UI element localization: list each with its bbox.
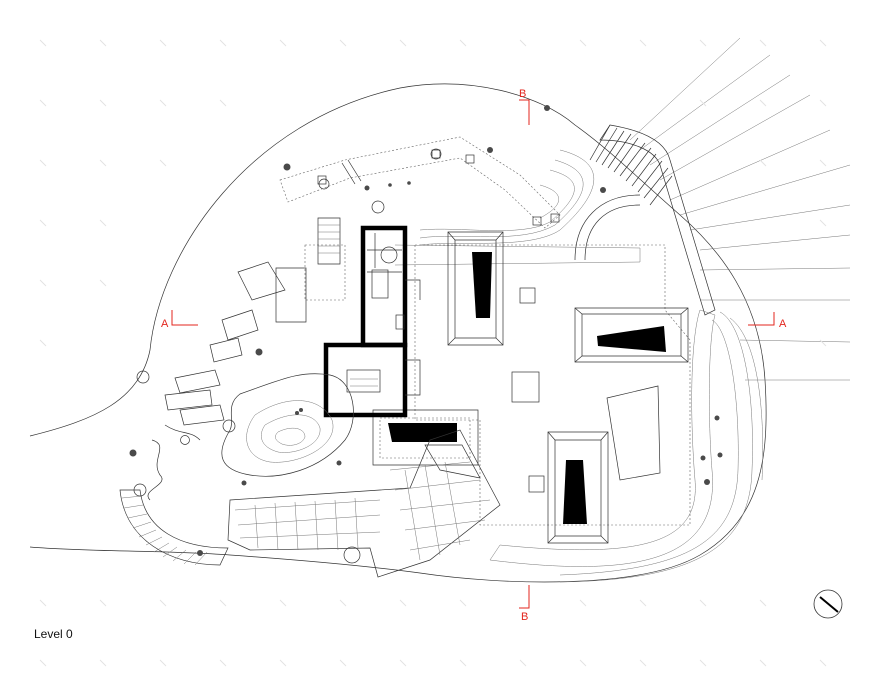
stair-ramp	[574, 124, 716, 316]
section-marker-a-right: A	[748, 312, 787, 330]
section-label-b-bottom: B	[521, 611, 528, 623]
buildings	[275, 217, 691, 544]
site-boundary	[29, 83, 767, 583]
section-marker-b-top: B	[519, 88, 530, 125]
plan-caption: Level 0	[34, 627, 73, 641]
section-marker-b-bottom: B	[519, 585, 530, 623]
trees	[129, 105, 723, 564]
slope-lines	[629, 37, 851, 381]
terrace-paving	[119, 373, 501, 578]
contour-lines-east	[489, 309, 763, 583]
north-arrow-icon	[813, 589, 843, 619]
contour-lines-north	[419, 149, 594, 246]
west-landscape	[147, 261, 286, 501]
section-label-a-right: A	[779, 318, 787, 330]
walkway-north	[279, 136, 641, 266]
section-label-b-top: B	[519, 88, 526, 100]
section-label-a-left: A	[161, 318, 169, 330]
section-marker-a-left: A	[161, 310, 198, 330]
hatch-ticks	[39, 39, 827, 667]
